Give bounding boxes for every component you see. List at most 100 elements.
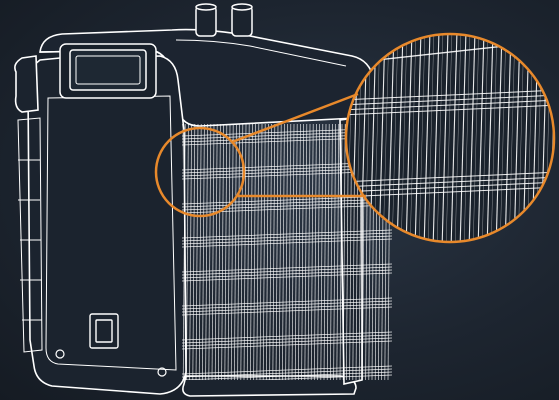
fin-line: [214, 124, 218, 380]
fin-line: [450, 34, 458, 242]
fin-line: [234, 124, 237, 380]
fin-line: [282, 124, 285, 380]
fin-line: [307, 124, 311, 380]
fin-line: [330, 124, 333, 380]
fin-line: [182, 238, 392, 248]
fin-line: [208, 124, 212, 380]
fin-line: [346, 104, 554, 116]
fin-line: [182, 195, 392, 205]
fin-line: [314, 124, 317, 380]
fin-line: [182, 229, 392, 239]
detail-highlight-ring: [154, 92, 366, 218]
fin-line: [414, 34, 422, 242]
fin-line: [336, 124, 340, 380]
fin-line: [262, 124, 266, 380]
control-panel: [59, 43, 157, 99]
fin-line: [441, 34, 449, 242]
fin-line: [182, 272, 392, 282]
fin-line: [346, 94, 554, 106]
condenser-fins: [182, 124, 392, 380]
fin-line: [253, 124, 256, 380]
fin-line: [486, 34, 494, 242]
fin-line: [182, 303, 392, 313]
fin-line: [218, 124, 221, 380]
fin-line: [221, 124, 224, 380]
fin-line: [346, 99, 554, 111]
power-switch: [89, 313, 119, 349]
fin-line: [182, 124, 186, 380]
fin-line: [272, 124, 276, 380]
fin-line: [198, 124, 202, 380]
fin-line: [230, 124, 234, 380]
fin-line: [182, 331, 392, 341]
magnifier-callout-icon: [344, 32, 556, 244]
fin-line: [250, 124, 253, 380]
fin-line: [477, 34, 485, 242]
fin-line: [285, 124, 288, 380]
fin-line: [346, 181, 554, 193]
fin-line: [278, 124, 282, 380]
fin-line: [304, 124, 308, 380]
fin-line: [445, 34, 453, 242]
fin-line: [405, 34, 413, 242]
fin-line: [182, 371, 392, 380]
fin-line: [504, 34, 512, 242]
fin-line: [202, 124, 205, 380]
fin-line: [266, 124, 269, 380]
fin-line: [423, 34, 431, 242]
fin-line: [182, 232, 392, 242]
fin-line: [186, 124, 189, 380]
fin-line: [346, 171, 554, 183]
fin-line: [301, 124, 304, 380]
fin-line: [459, 34, 467, 242]
fin-line: [333, 124, 336, 380]
fin-line: [275, 124, 279, 380]
fin-line: [346, 89, 554, 101]
fin-line: [454, 34, 462, 242]
fin-line: [323, 124, 327, 380]
fin-line: [387, 34, 395, 242]
fin-line: [205, 124, 208, 380]
fin-line: [182, 198, 392, 208]
fin-line: [182, 340, 392, 350]
fin-line: [243, 124, 247, 380]
screw-holes: [55, 349, 167, 377]
fin-line: [182, 235, 392, 245]
fin-line: [436, 34, 444, 242]
fin-line: [418, 34, 426, 242]
fin-line: [495, 34, 503, 242]
fin-line: [317, 124, 320, 380]
fin-line: [259, 124, 263, 380]
water-ports: [195, 3, 253, 37]
fin-line: [189, 124, 192, 380]
fin-line: [432, 34, 440, 242]
fin-line: [326, 124, 330, 380]
fin-line: [237, 124, 240, 380]
fin-line: [468, 34, 476, 242]
fin-line: [382, 34, 390, 242]
fin-line: [472, 34, 480, 242]
fin-line: [409, 34, 417, 242]
fin-line: [346, 186, 554, 198]
fin-line: [182, 263, 392, 273]
fin-line: [192, 124, 196, 380]
fin-line: [182, 269, 392, 279]
fin-line: [246, 124, 250, 380]
fin-line: [320, 124, 324, 380]
fin-line: [310, 124, 314, 380]
fin-line: [227, 124, 231, 380]
fin-line: [427, 34, 435, 242]
fin-line: [346, 176, 554, 188]
fin-line: [463, 34, 471, 242]
fin-line: [298, 124, 301, 380]
fin-line: [396, 34, 404, 242]
fin-line: [182, 374, 392, 380]
fin-line: [269, 124, 272, 380]
fin-line: [294, 124, 298, 380]
fin-line: [291, 124, 295, 380]
fin-line: [182, 337, 392, 347]
fin-line: [256, 124, 260, 380]
fin-line: [224, 124, 228, 380]
